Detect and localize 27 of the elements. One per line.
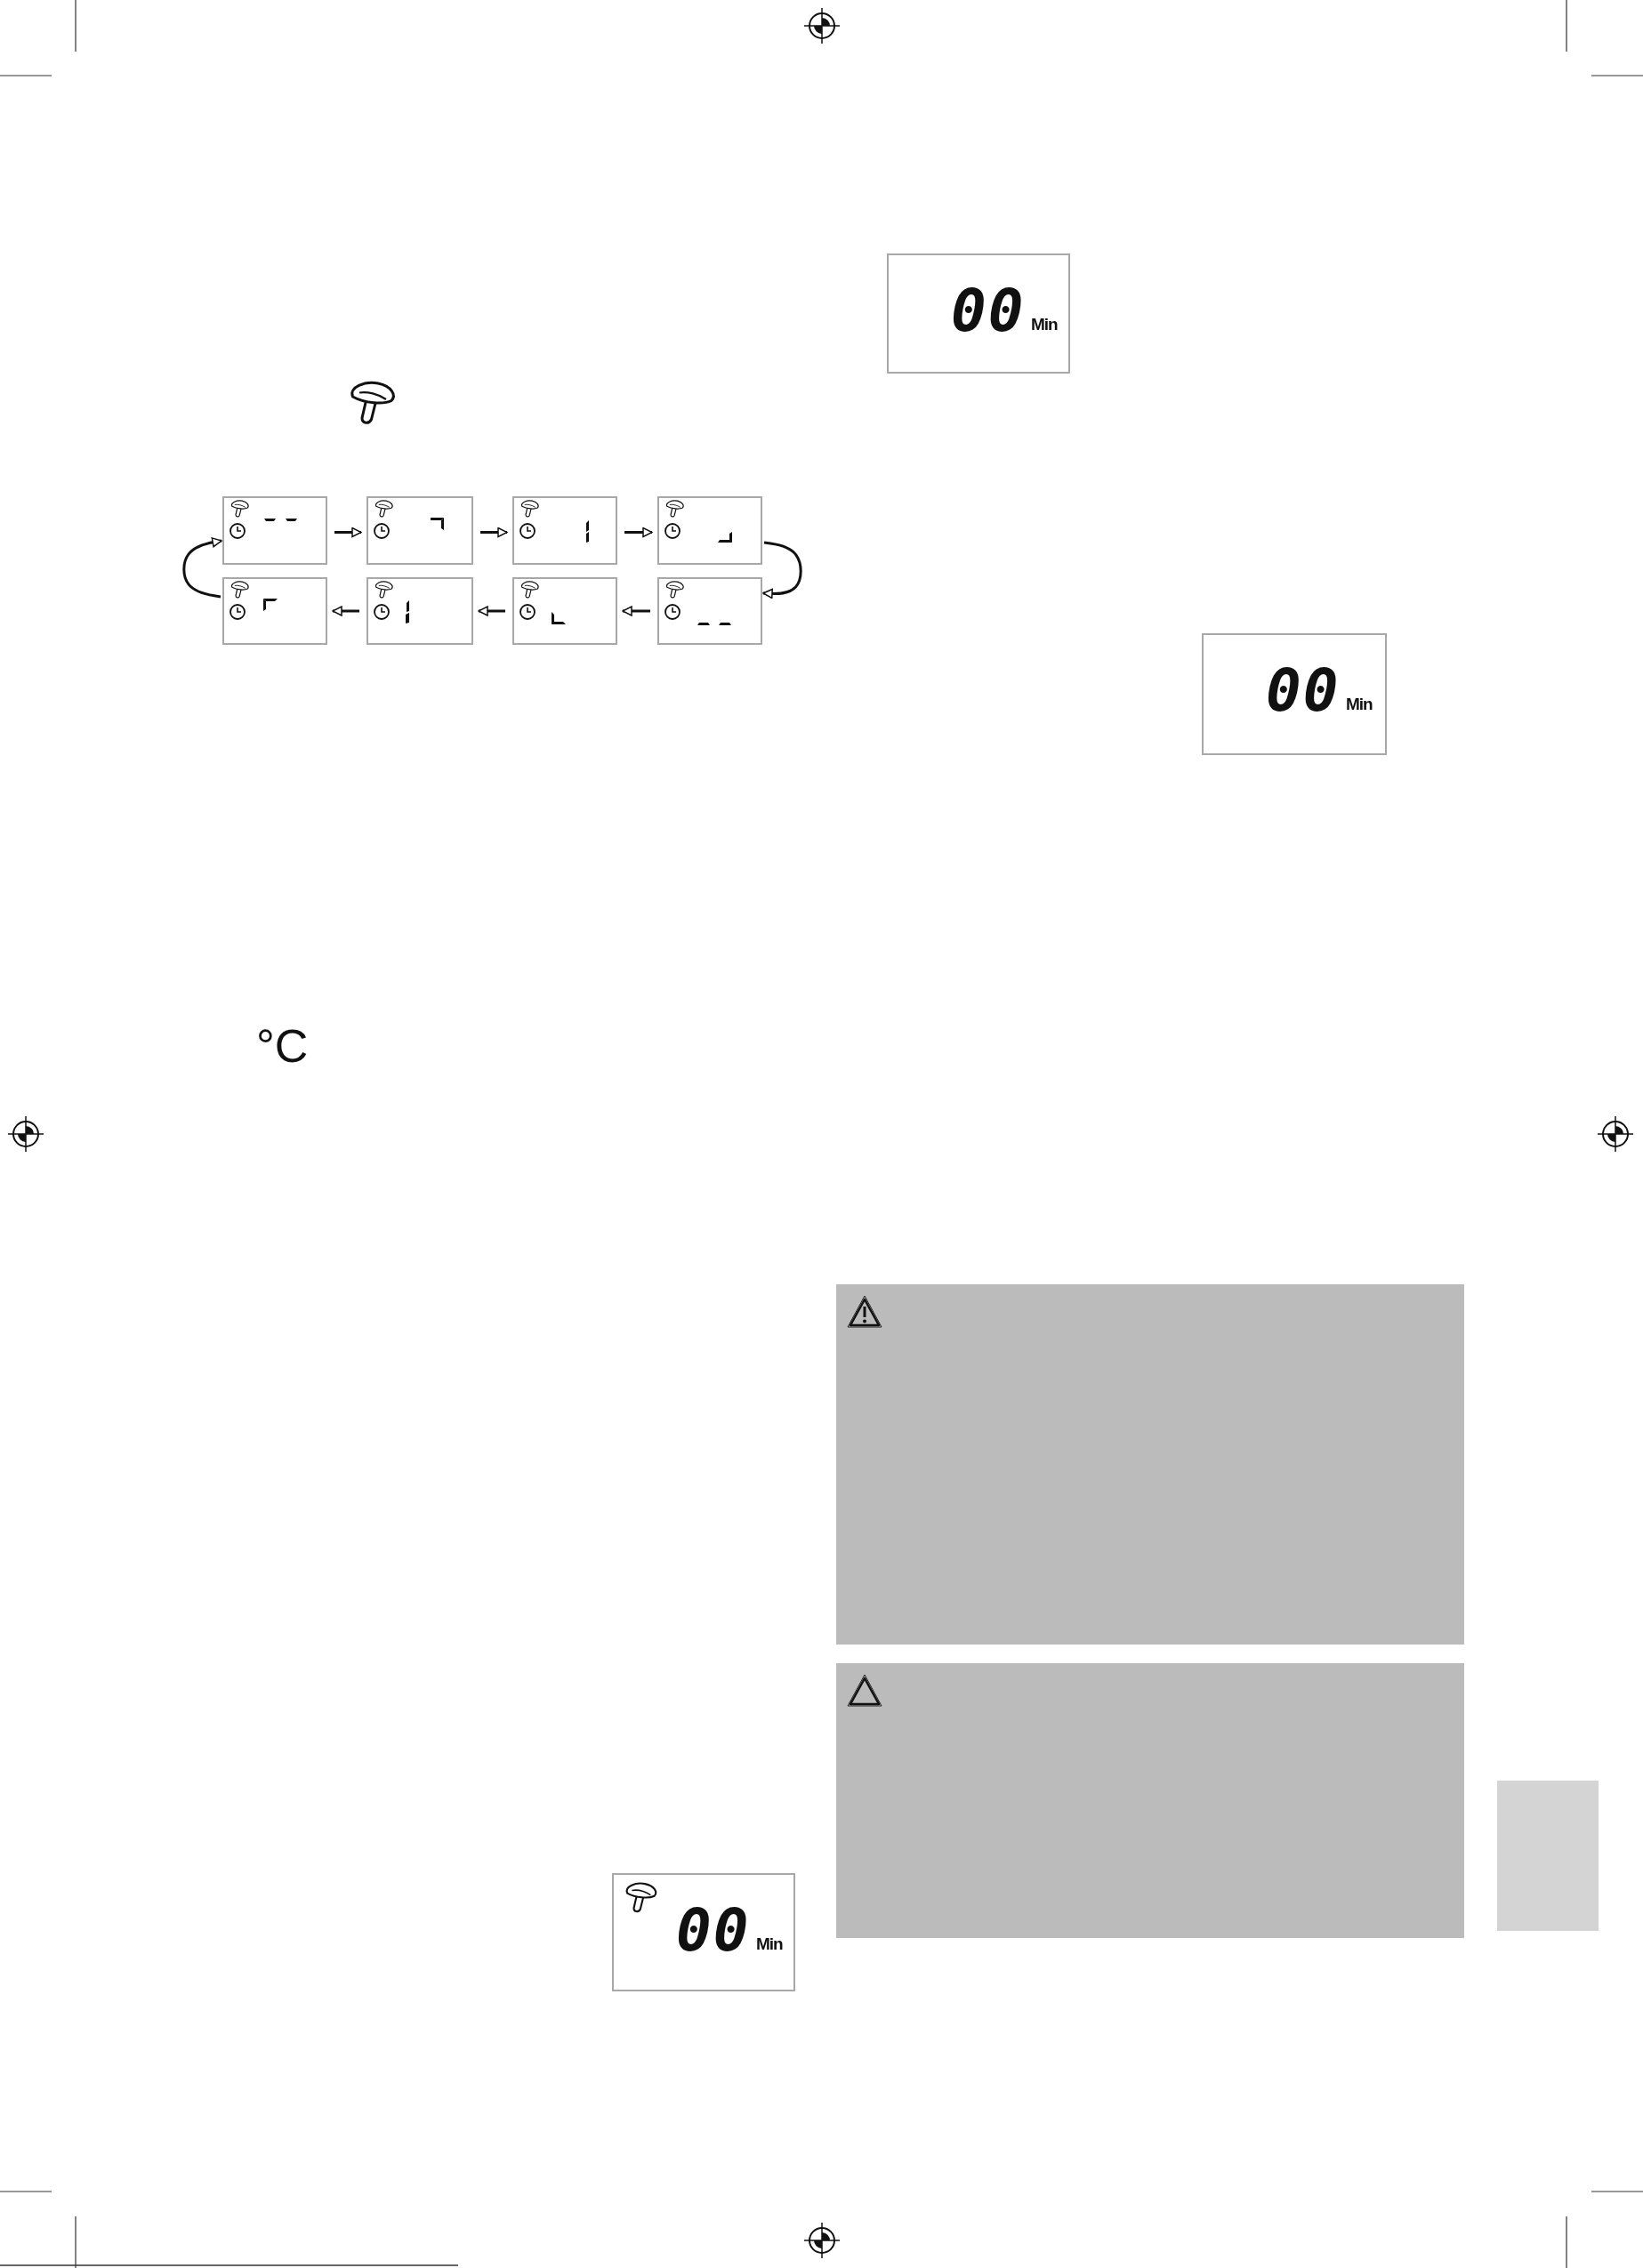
lcd-display: [366, 577, 473, 645]
lcd-display: [512, 577, 617, 645]
arrow: [332, 606, 359, 616]
arrow: [334, 527, 362, 538]
lcd-display: [657, 496, 762, 565]
arrow: [478, 606, 505, 616]
temperature-unit-label: °C: [256, 1019, 309, 1073]
lcd-display: [512, 496, 617, 565]
lcd-display: [1202, 633, 1387, 755]
unit-label: Min: [1031, 316, 1058, 333]
display-digits: 00: [1266, 662, 1341, 720]
display-digits: 00: [676, 1902, 751, 1960]
lcd-display: [366, 496, 473, 565]
arrow: [762, 541, 802, 599]
arrow: [622, 606, 650, 616]
lcd-display: [612, 1873, 795, 1991]
display-digits: 00: [951, 282, 1026, 341]
unit-label: Min: [756, 1935, 783, 1952]
arrow: [480, 527, 508, 538]
side-tab: [1497, 1781, 1599, 1931]
lcd-display: [887, 253, 1070, 374]
lcd-display: [222, 496, 327, 565]
lcd-display: [222, 577, 327, 645]
arrow: [182, 537, 222, 599]
unit-label: Min: [1346, 696, 1373, 712]
arrow: [624, 527, 653, 538]
lcd-display: [657, 577, 762, 645]
